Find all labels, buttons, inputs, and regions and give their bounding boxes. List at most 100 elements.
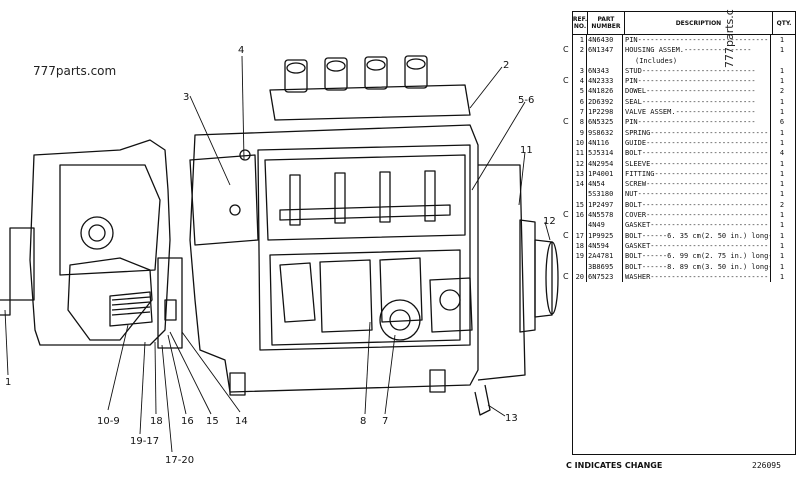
row-description: BOLT------------------------------	[623, 148, 771, 159]
row-ref-no: 19	[573, 251, 587, 262]
row-part-number: 5S3180	[587, 189, 623, 200]
row-qty: 1	[779, 138, 785, 147]
row-qty: 2	[779, 200, 785, 209]
row-description: PIN----------------------------	[623, 117, 771, 128]
row-description: HOUSING ASSEM.----------------	[623, 45, 771, 56]
row-ref-no: 3	[573, 65, 587, 77]
row-qty: 1	[779, 36, 785, 44]
row-qty: 1	[779, 221, 785, 230]
row-qty: 2	[779, 87, 785, 96]
row-description: SLEEVE----------------------------	[623, 158, 771, 169]
callout-10-9: 10-9	[97, 416, 120, 427]
row-qty: 1	[779, 97, 785, 106]
row-part-number: 9S8632	[587, 127, 623, 138]
row-ref-no: 15	[573, 199, 587, 211]
row-part-number: 1P9925	[587, 230, 623, 241]
change-indicator: C	[563, 76, 569, 86]
row-part-number: 4N6430	[587, 35, 623, 46]
row-ref-no: 13	[573, 168, 587, 180]
row-part-number: 2D6392	[587, 96, 623, 108]
callout-15: 15	[206, 416, 219, 427]
row-description: NUT-------------------------------	[623, 189, 771, 200]
pump-housing	[189, 124, 479, 393]
row-part-number: 4N5578	[587, 210, 623, 221]
row-description: (Includes)	[623, 55, 771, 66]
row-ref-no: 14	[573, 179, 587, 190]
header-ref-no: REF. NO.	[573, 12, 588, 34]
row-qty	[771, 56, 793, 66]
row-ref-no: 12	[573, 158, 587, 169]
row-description: STUD---------------------------	[623, 65, 771, 77]
row-description: DOWEL--------------------------	[623, 86, 771, 97]
row-description: PIN-------------------------------	[623, 35, 771, 46]
row-part-number: 4N49	[587, 220, 623, 231]
change-indicator: C	[563, 230, 569, 240]
row-qty: 1	[779, 169, 785, 178]
row-qty: 6	[779, 118, 785, 127]
row-ref-no: 4	[573, 76, 587, 87]
change-indicator: C	[563, 210, 569, 220]
change-legend: C INDICATES CHANGE	[566, 461, 663, 470]
callout-12: 12	[543, 216, 556, 227]
change-indicator: C	[563, 117, 569, 127]
row-ref-no: 7	[573, 107, 587, 118]
row-part-number: 4N116	[587, 137, 623, 149]
row-part-number: 1P4001	[587, 168, 623, 180]
row-ref-no: 17	[573, 230, 587, 241]
callout-8: 8	[360, 416, 366, 427]
row-part-number: 6N1347	[587, 45, 623, 56]
row-description: GUIDE-----------------------------	[623, 137, 771, 149]
row-description: BOLT------6. 99 cm(2. 75 in.) long--	[625, 251, 771, 262]
row-description: SPRING----------------------------	[623, 127, 771, 138]
callout-17-20: 17-20	[165, 455, 194, 466]
callout-2: 2	[503, 60, 509, 71]
row-part-number: 3B8695	[587, 261, 623, 272]
row-part-number: 5J5314	[587, 148, 623, 159]
row-ref-no	[573, 55, 587, 66]
row-qty: 1	[779, 190, 785, 199]
row-ref-no: 2	[573, 45, 587, 56]
row-part-number: 6N343	[587, 65, 623, 77]
row-ref-no: 6	[573, 96, 587, 108]
callout-11: 11	[520, 145, 533, 156]
callout-1: 1	[5, 377, 11, 388]
callout-5-6: 5-6	[518, 95, 534, 106]
row-qty: 1	[779, 128, 785, 137]
callout-16: 16	[181, 416, 194, 427]
header-description: DESCRIPTION	[625, 12, 774, 34]
row-description: GASKET----------------------------	[623, 240, 771, 252]
row-qty: 1	[779, 211, 785, 220]
row-part-number: 4N54	[587, 179, 623, 190]
row-part-number: 4N2954	[587, 158, 623, 169]
row-ref-no: 9	[573, 127, 587, 138]
row-ref-no	[573, 261, 587, 272]
row-description: VALVE ASSEM.-------------------	[623, 107, 771, 118]
row-ref-no: 10	[573, 137, 587, 149]
row-description: COVER-----------------------------	[623, 210, 771, 221]
watermark-text: 777parts.com	[33, 64, 117, 78]
callout-14: 14	[235, 416, 248, 427]
row-part-number: 4N594	[587, 240, 623, 252]
pump-diagram: 1 2 3 4 5-6 7 8 10-9 11 12 13 14 15 16 1…	[0, 45, 559, 466]
row-ref-no	[573, 220, 587, 231]
